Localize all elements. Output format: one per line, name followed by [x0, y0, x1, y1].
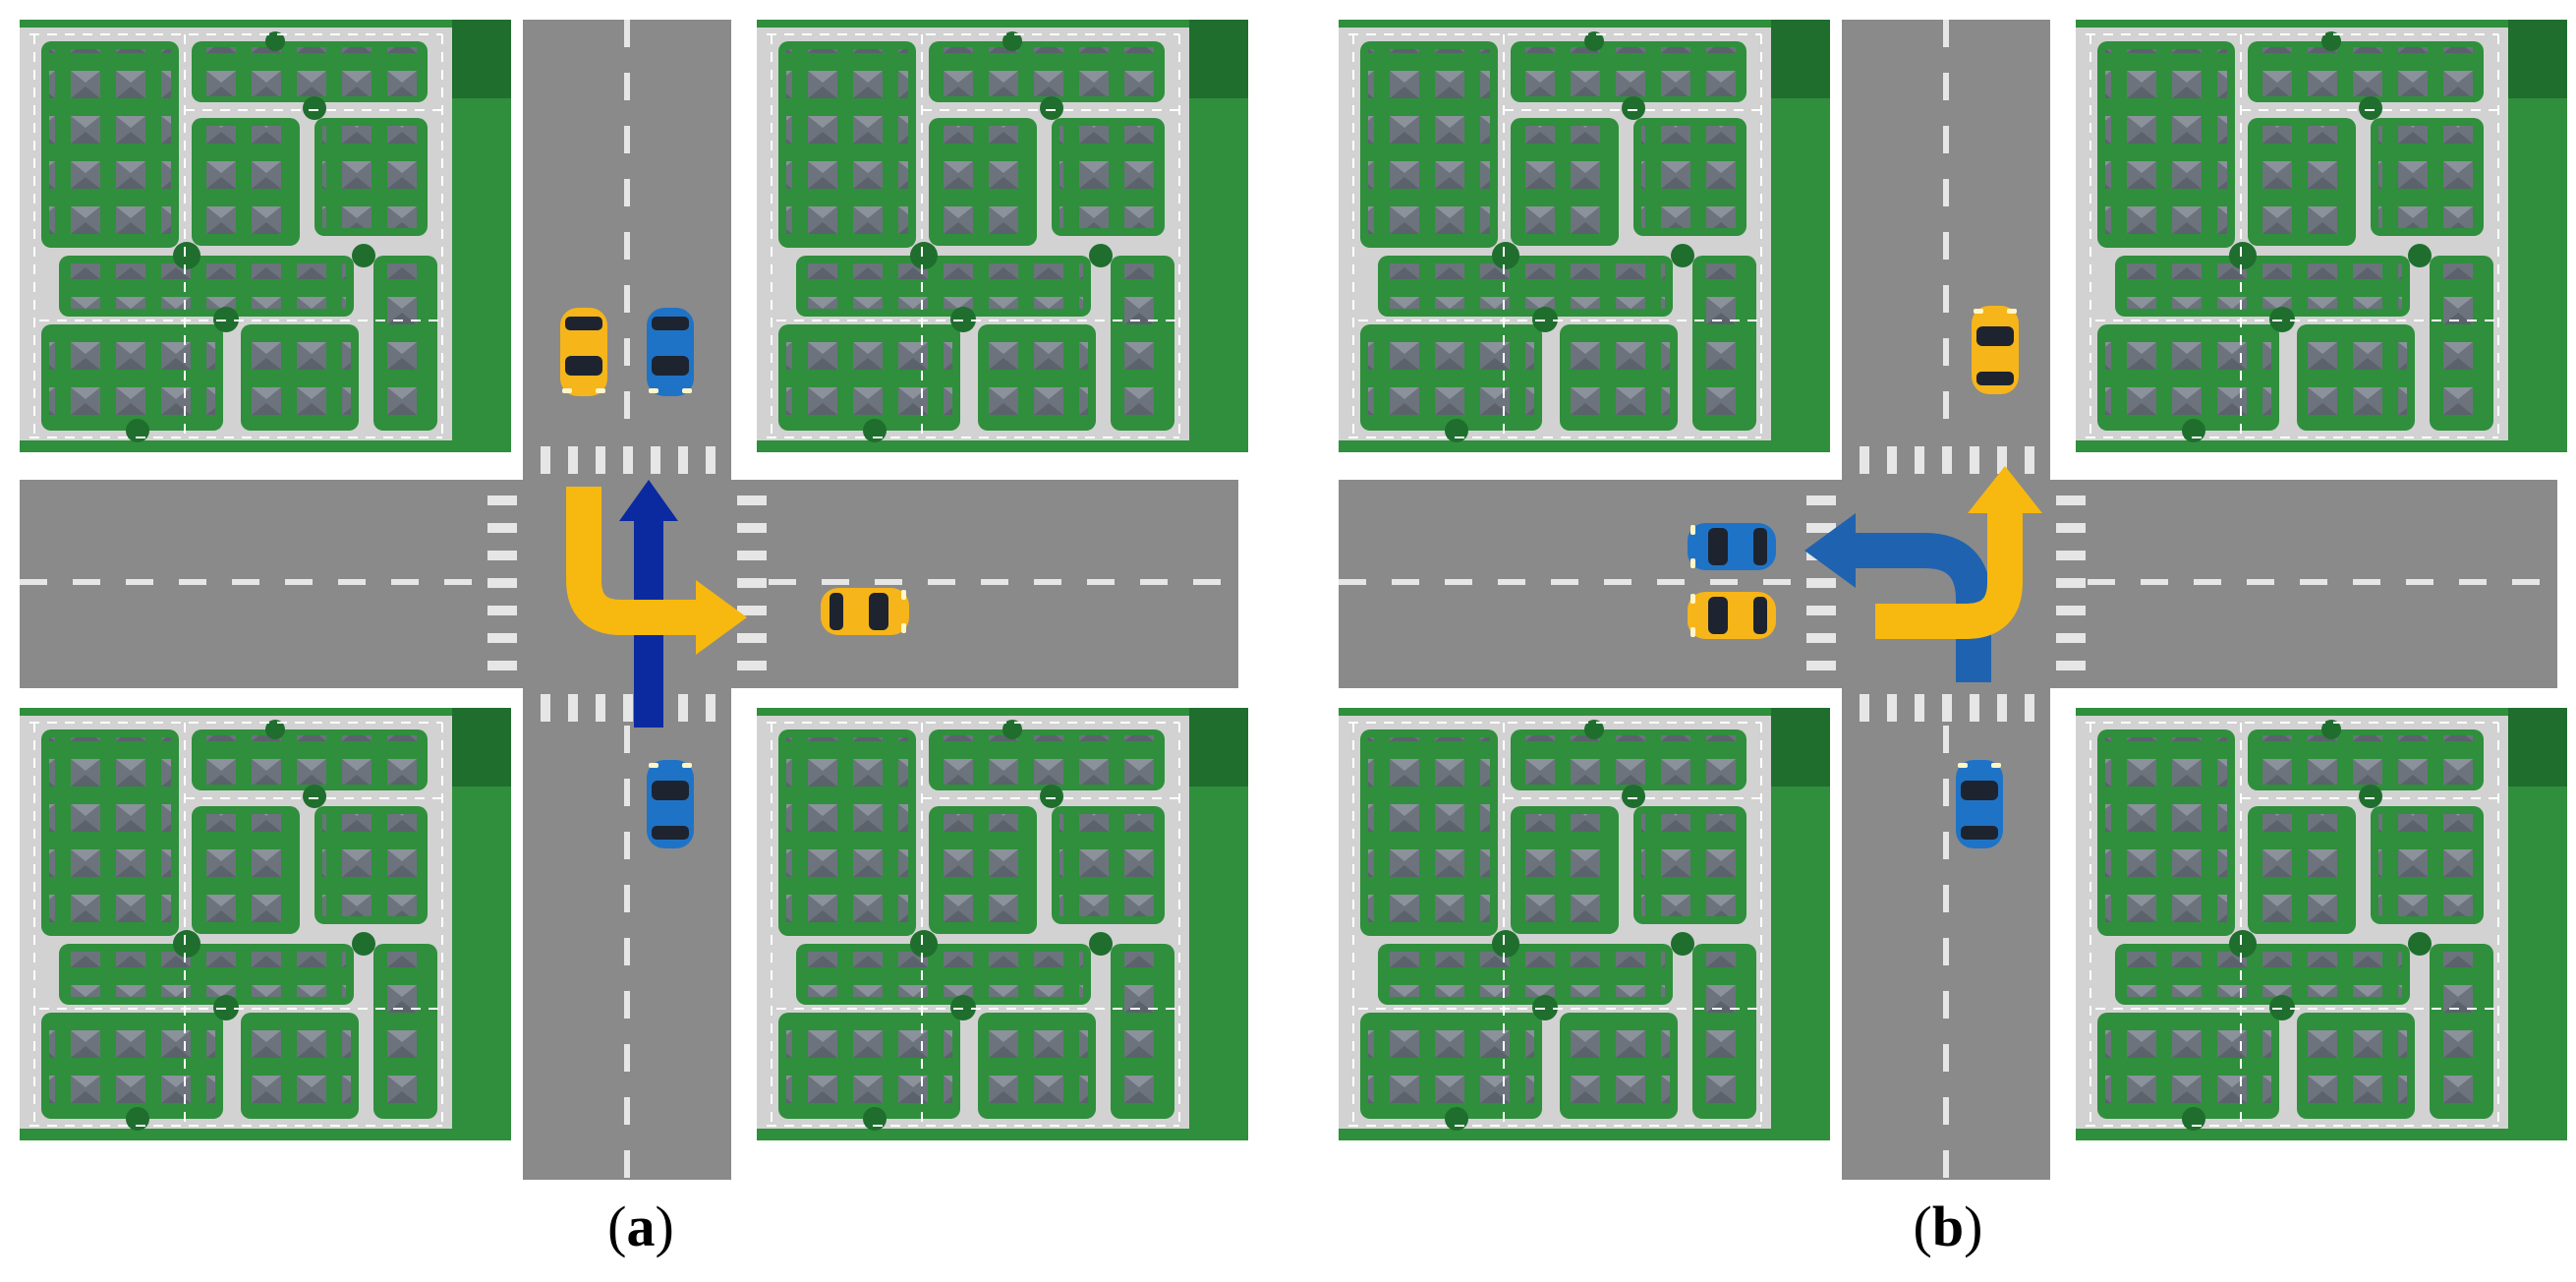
- curved-arrow-icon: [566, 487, 698, 635]
- curved-arrow-icon: [1854, 533, 1991, 682]
- caption-open-paren: (: [607, 1195, 627, 1258]
- crosswalks: [1806, 446, 2086, 722]
- curved-arrow-head: [1804, 513, 1856, 588]
- yellow-car-north: [1972, 306, 2019, 394]
- crosswalks: [487, 446, 767, 722]
- caption-close-paren: ): [655, 1195, 674, 1258]
- block-bottom-right: [756, 707, 1249, 1141]
- caption-letter: a: [626, 1195, 656, 1258]
- yellow-car-northbound-lane: [560, 308, 607, 396]
- panel-b-caption: (b): [1801, 1188, 2095, 1266]
- block-bottom-left: [1338, 707, 1831, 1141]
- panel-a-caption: (a): [493, 1188, 788, 1266]
- block-top-left: [19, 19, 512, 453]
- straight-arrow-head: [619, 480, 678, 521]
- panel-a-scene: [19, 19, 1249, 1180]
- blue-car-west: [1688, 523, 1776, 570]
- panel-b-scene: [1338, 19, 2568, 1180]
- curved-arrow-head: [696, 580, 747, 655]
- caption-letter: b: [1931, 1195, 1965, 1258]
- yellow-car-west: [1688, 592, 1776, 639]
- blue-car-south: [1956, 760, 2003, 848]
- caption-open-paren: (: [1913, 1195, 1932, 1258]
- block-top-left: [1338, 19, 1831, 453]
- block-bottom-right: [2075, 707, 2568, 1141]
- curved-arrow-head: [1968, 466, 2042, 513]
- blue-car-north: [647, 308, 694, 396]
- block-bottom-left: [19, 707, 512, 1141]
- block-top-right: [2075, 19, 2568, 453]
- yellow-car-east: [821, 588, 909, 635]
- block-top-right: [756, 19, 1249, 453]
- curved-arrow-icon: [1875, 511, 2023, 639]
- caption-close-paren: ): [1964, 1195, 1983, 1258]
- blue-car-south: [647, 760, 694, 848]
